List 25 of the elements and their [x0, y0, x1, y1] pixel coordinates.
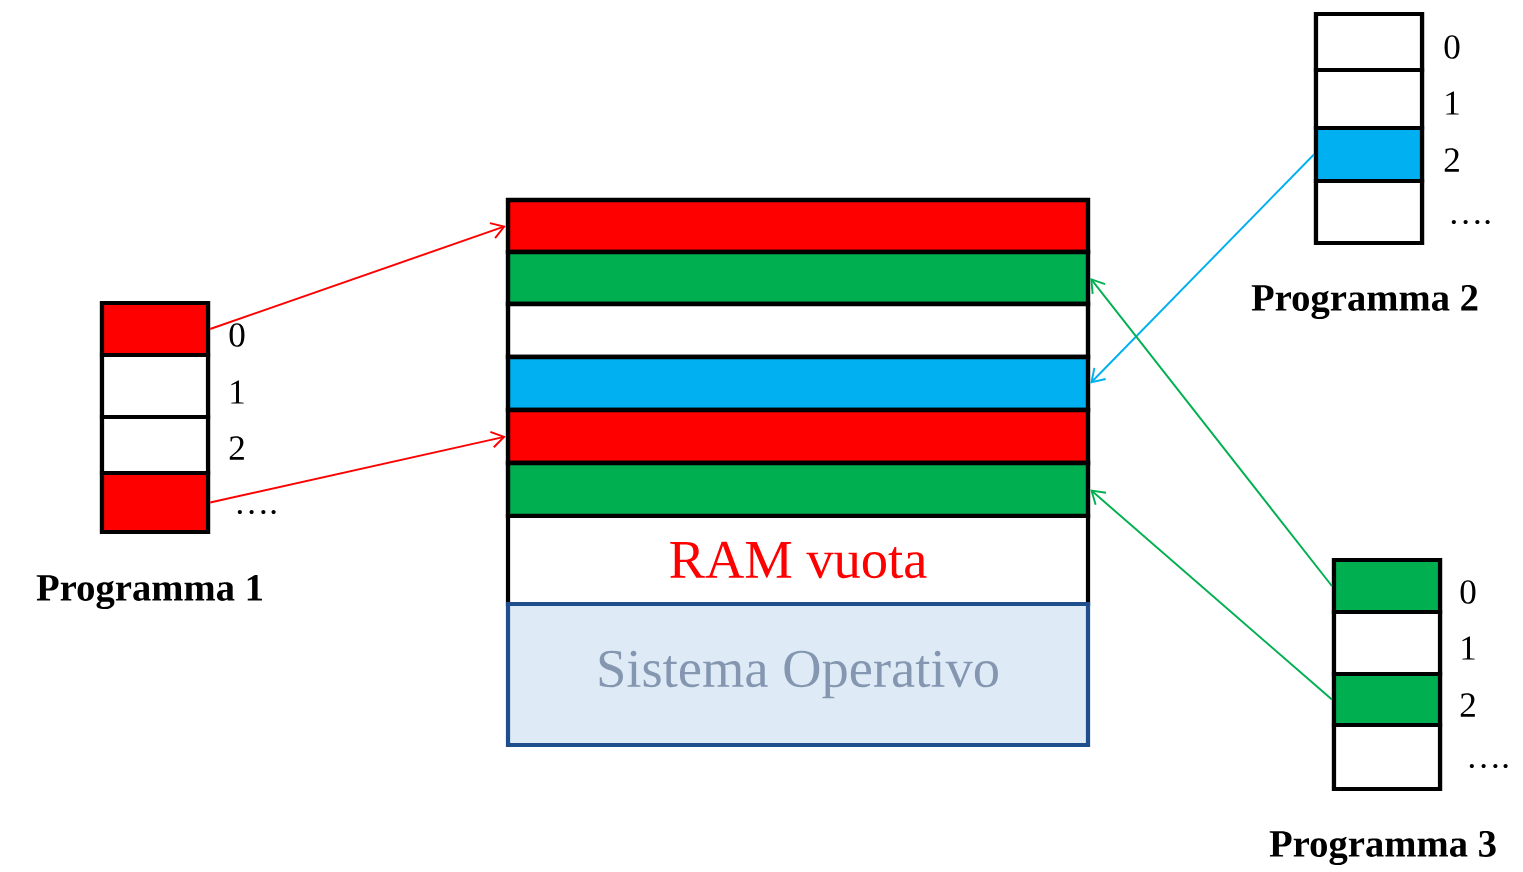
page-number: 2 — [1460, 693, 1475, 717]
page-number: 0 — [1444, 35, 1460, 59]
program-label: Programma 2 — [1251, 284, 1478, 320]
arrow — [1090, 278, 1333, 587]
page-number: 0 — [229, 323, 245, 347]
arrow — [209, 430, 506, 504]
page-number: …. — [1469, 763, 1508, 769]
memory-cell — [1331, 722, 1443, 792]
page-number: 1 — [231, 380, 244, 404]
page-number: 2 — [229, 436, 244, 460]
page-number: 2 — [1444, 148, 1459, 172]
memory-cell — [1313, 178, 1425, 246]
arrow — [209, 222, 506, 330]
memory-block: RAM vuota — [505, 513, 1091, 607]
page-number: 1 — [1462, 636, 1475, 660]
page-number: 0 — [1460, 580, 1476, 604]
arrow — [1090, 153, 1315, 384]
os-block: Sistema Operativo — [505, 601, 1091, 748]
page-number: …. — [237, 509, 276, 515]
program-label: Programma 1 — [36, 574, 262, 610]
memory-cell — [99, 470, 211, 535]
program-label: Programma 3 — [1269, 830, 1496, 866]
page-number: 1 — [1446, 91, 1459, 115]
arrow — [1090, 489, 1333, 701]
page-number: …. — [1451, 219, 1490, 225]
